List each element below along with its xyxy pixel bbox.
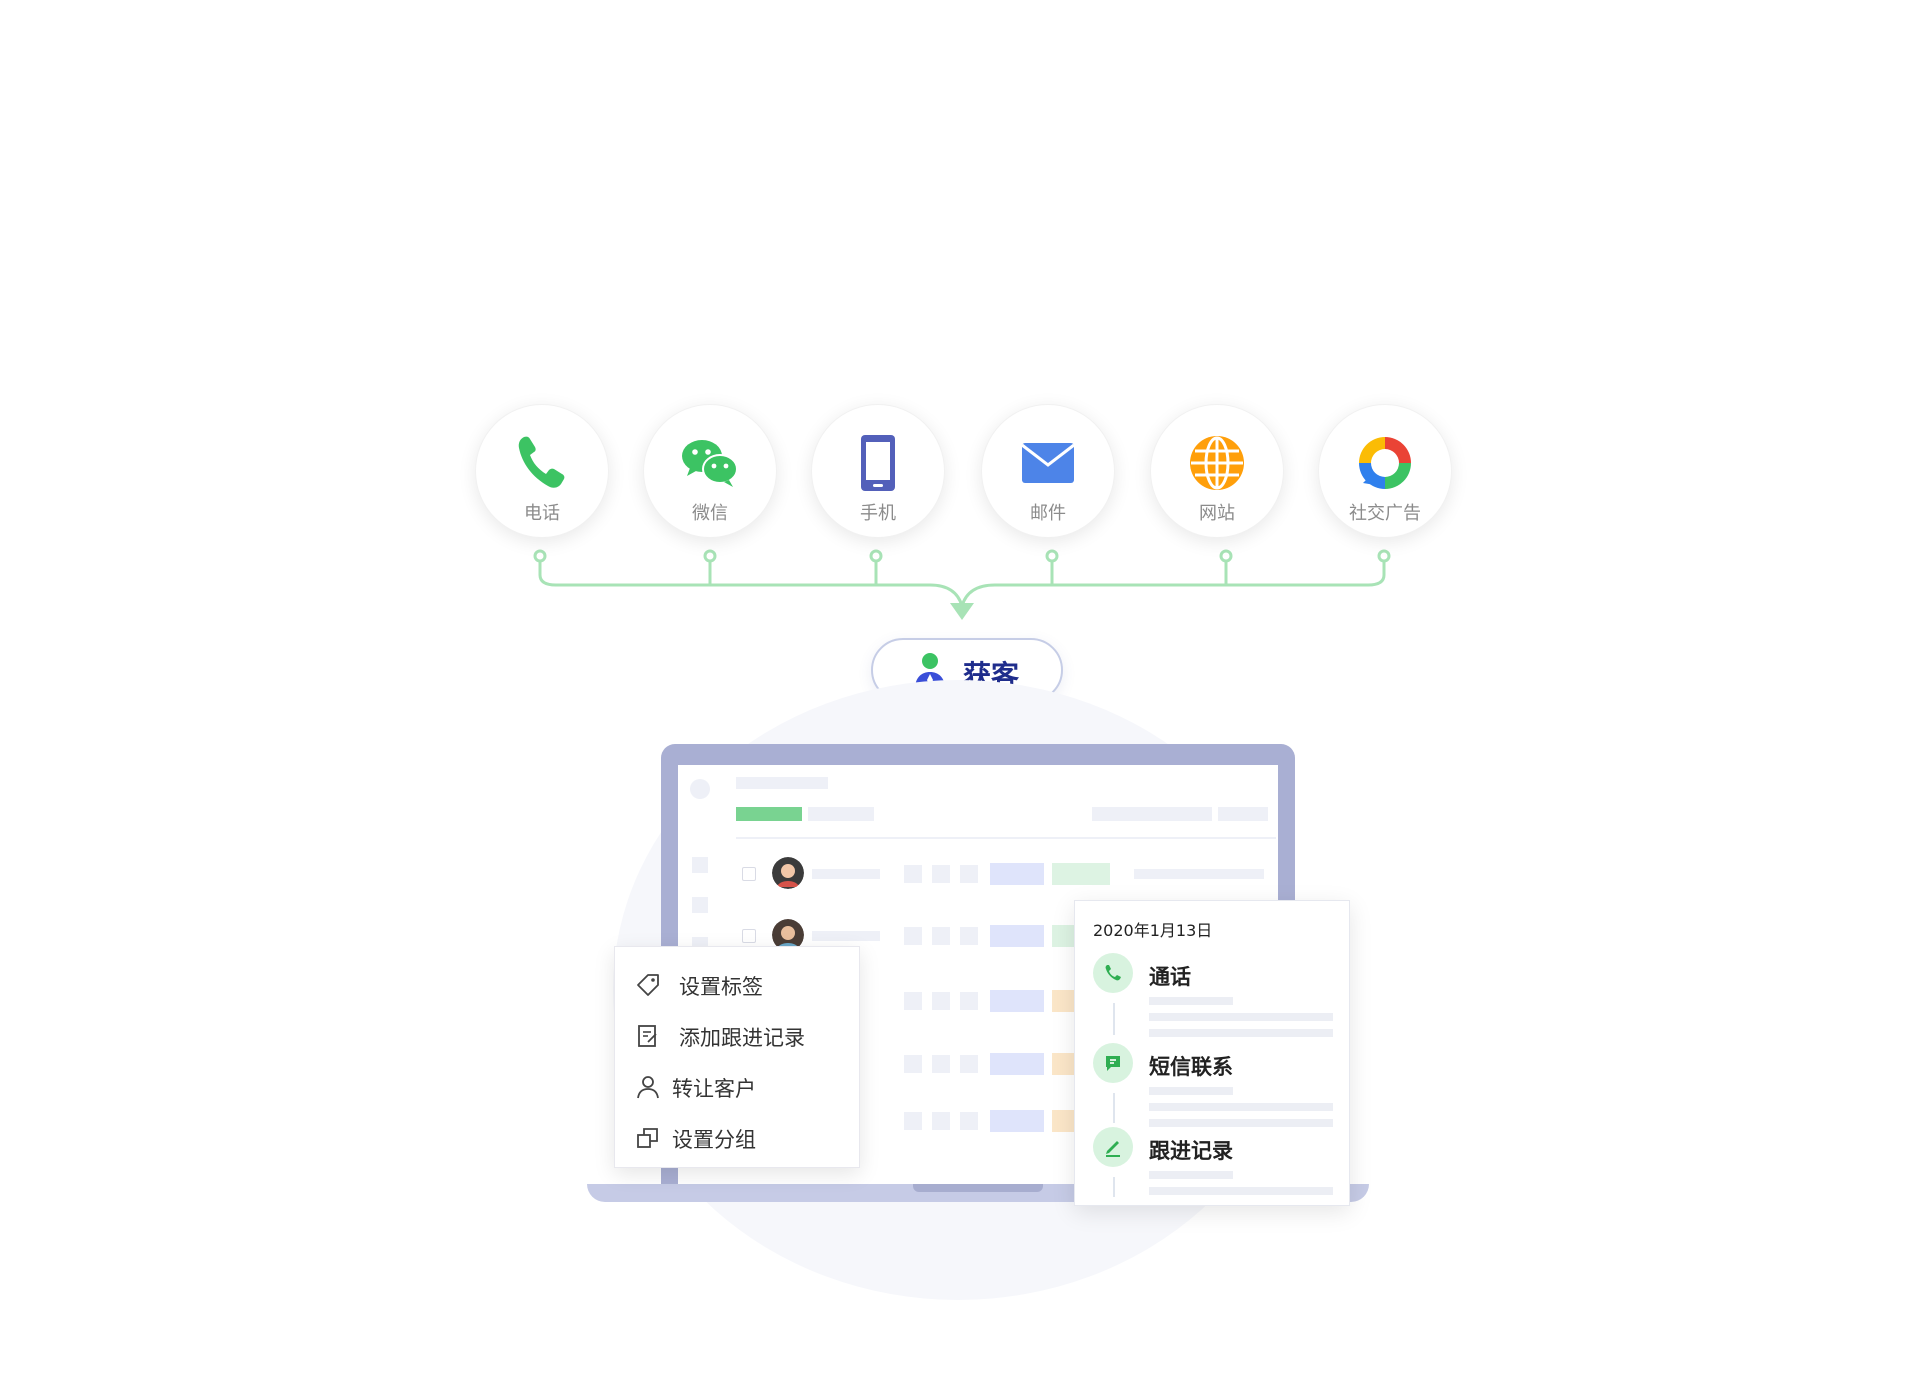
cell-placeholder (990, 863, 1044, 885)
timeline-item-label: 通话 (1149, 965, 1191, 989)
channel-mail[interactable]: 邮件 (981, 404, 1115, 538)
menu-item-label: 添加跟进记录 (679, 1026, 805, 1050)
timeline-placeholder (1149, 1013, 1333, 1021)
timeline-connector (1113, 1177, 1115, 1197)
cell-placeholder (1134, 869, 1264, 879)
cell-placeholder (904, 865, 922, 883)
tab-placeholder (808, 807, 874, 821)
mail-icon (1021, 443, 1075, 483)
timeline-card: 2020年1月13日 通话 短信联系 跟进记录 (1074, 900, 1350, 1206)
cell-placeholder (904, 992, 922, 1010)
cell-placeholder (1052, 863, 1110, 885)
cell-placeholder (904, 1055, 922, 1073)
cell-placeholder (990, 990, 1044, 1012)
menu-item-label: 设置标签 (679, 975, 763, 999)
timeline-placeholder (1149, 1103, 1333, 1111)
channel-mobile[interactable]: 手机 (811, 404, 945, 538)
cell-placeholder (990, 1053, 1044, 1075)
tag-icon (637, 974, 659, 996)
timeline-followup (1093, 1127, 1133, 1167)
cell-placeholder (812, 931, 880, 941)
toolbar-placeholder (1218, 807, 1268, 821)
timeline-item-label: 跟进记录 (1149, 1139, 1233, 1163)
cell-placeholder (932, 865, 950, 883)
menu-item-label: 设置分组 (672, 1128, 756, 1152)
timeline-item-label: 短信联系 (1149, 1055, 1233, 1079)
timeline-placeholder (1149, 1087, 1233, 1095)
cell-placeholder (960, 992, 978, 1010)
pen-icon (1106, 1141, 1120, 1157)
cell-placeholder (932, 1112, 950, 1130)
cell-placeholder (960, 927, 978, 945)
group-icon (637, 1128, 658, 1148)
globe-icon (1190, 436, 1244, 490)
cell-placeholder (932, 1055, 950, 1073)
menu-item-label: 转让客户 (672, 1077, 756, 1101)
timeline-call (1093, 953, 1133, 993)
cell-placeholder (960, 1112, 978, 1130)
cell-placeholder (904, 1112, 922, 1130)
timeline-placeholder (1149, 997, 1233, 1005)
active-tab-placeholder (736, 807, 802, 821)
header-placeholder (736, 777, 828, 789)
channel-website[interactable]: 网站 (1150, 404, 1284, 538)
channel-phone[interactable]: 电话 (475, 404, 609, 538)
channel-wechat[interactable]: 微信 (643, 404, 777, 538)
message-icon (1106, 1056, 1120, 1071)
channel-label: 电话 (524, 503, 560, 524)
cell-placeholder (990, 925, 1044, 947)
timeline-sms (1093, 1043, 1133, 1083)
cell-placeholder (960, 865, 978, 883)
cell-placeholder (932, 992, 950, 1010)
timeline-placeholder (1149, 1029, 1333, 1037)
menu-item-set-tag[interactable]: 设置标签 (635, 967, 855, 1001)
phone-icon (1105, 965, 1121, 981)
menu-item-set-group[interactable]: 设置分组 (635, 1120, 855, 1154)
timeline-placeholder (1149, 1187, 1333, 1195)
channel-label: 手机 (860, 503, 896, 524)
timeline-placeholder (1149, 1171, 1233, 1179)
cell-placeholder (904, 927, 922, 945)
channel-label: 微信 (692, 503, 728, 524)
header-divider (736, 837, 1276, 839)
timeline-placeholder (1149, 1119, 1333, 1127)
menu-item-transfer-customer[interactable]: 转让客户 (635, 1069, 855, 1103)
channel-label: 网站 (1199, 503, 1235, 524)
cell-placeholder (932, 927, 950, 945)
sidebar-icon-placeholder (692, 857, 708, 873)
context-menu: 设置标签 添加跟进记录 转让客户 设置分组 (614, 946, 860, 1168)
mobile-icon (861, 435, 895, 491)
sidebar-icon-placeholder (692, 897, 708, 913)
phone-icon (518, 436, 565, 488)
channel-social-ad[interactable]: 社交广告 (1318, 404, 1452, 538)
cell-placeholder (990, 1110, 1044, 1132)
laptop-notch (913, 1184, 1043, 1192)
wechat-icon (682, 440, 738, 487)
user-icon (637, 1076, 659, 1099)
timeline-connector (1113, 1003, 1115, 1035)
row-checkbox[interactable] (742, 929, 756, 943)
cell-placeholder (960, 1055, 978, 1073)
channel-connector (533, 549, 1391, 730)
toolbar-placeholder (1092, 807, 1212, 821)
timeline-date: 2020年1月13日 (1093, 921, 1213, 940)
social-ad-icon (1359, 437, 1411, 489)
cell-placeholder (812, 869, 880, 879)
timeline-connector (1113, 1093, 1115, 1123)
channel-label: 社交广告 (1349, 503, 1421, 524)
channel-label: 邮件 (1030, 503, 1066, 524)
menu-item-add-followup[interactable]: 添加跟进记录 (635, 1018, 855, 1052)
edit-note-icon (638, 1025, 657, 1047)
avatar (772, 857, 804, 889)
sidebar-avatar-placeholder (690, 779, 710, 799)
row-checkbox[interactable] (742, 867, 756, 881)
